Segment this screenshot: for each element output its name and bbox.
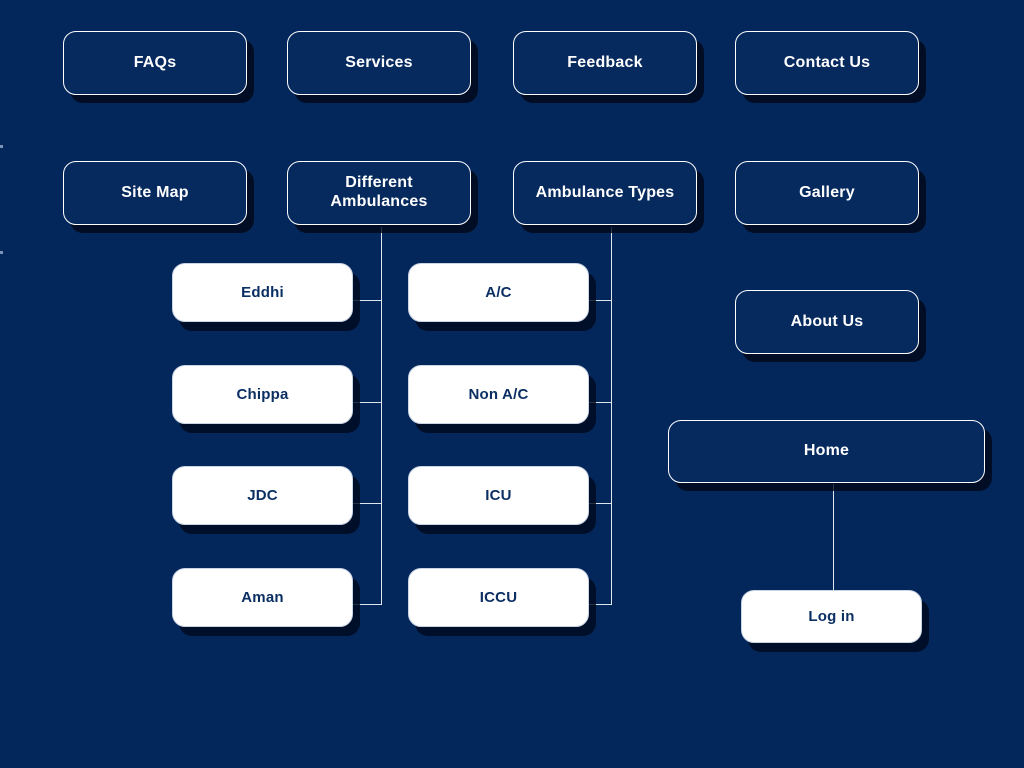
node-icu[interactable]: ICU xyxy=(408,466,589,525)
connector-stub-jdc xyxy=(353,503,382,504)
node-aman-label: Aman xyxy=(241,588,284,606)
connector-stub-iccu xyxy=(589,604,612,605)
node-icu-label: ICU xyxy=(485,486,512,504)
node-services-label: Services xyxy=(345,53,413,71)
node-aman[interactable]: Aman xyxy=(172,568,353,627)
node-ac[interactable]: A/C xyxy=(408,263,589,322)
node-jdc[interactable]: JDC xyxy=(172,466,353,525)
node-ac-label: A/C xyxy=(485,283,512,301)
node-faqs-label: FAQs xyxy=(133,53,177,71)
node-site-map-label: Site Map xyxy=(121,183,189,201)
node-chippa-label: Chippa xyxy=(236,385,289,403)
connector-stub-chippa xyxy=(353,402,382,403)
node-jdc-label: JDC xyxy=(247,486,278,504)
node-home[interactable]: Home xyxy=(668,420,985,483)
node-feedback[interactable]: Feedback xyxy=(513,31,697,95)
node-gallery-label: Gallery xyxy=(799,183,855,201)
node-non-ac-label: Non A/C xyxy=(468,385,529,403)
node-ambulance-types-label: Ambulance Types xyxy=(535,183,675,201)
node-iccu-label: ICCU xyxy=(479,588,518,606)
connector-different-ambulances-trunk xyxy=(381,227,382,604)
connector-stub-eddhi xyxy=(353,300,382,301)
node-eddhi[interactable]: Eddhi xyxy=(172,263,353,322)
connector-home-to-login xyxy=(833,484,834,591)
edge-artifact-top xyxy=(0,145,3,148)
node-contact-us-label: Contact Us xyxy=(783,53,871,71)
node-different-ambulances-label: Different Ambulances xyxy=(330,174,428,210)
connector-stub-ac xyxy=(589,300,612,301)
connector-stub-non-ac xyxy=(589,402,612,403)
node-services[interactable]: Services xyxy=(287,31,471,95)
node-site-map[interactable]: Site Map xyxy=(63,161,247,225)
node-about-us[interactable]: About Us xyxy=(735,290,919,354)
node-gallery[interactable]: Gallery xyxy=(735,161,919,225)
node-log-in[interactable]: Log in xyxy=(741,590,922,643)
node-iccu[interactable]: ICCU xyxy=(408,568,589,627)
connector-stub-icu xyxy=(589,503,612,504)
node-home-label: Home xyxy=(803,442,850,460)
node-faqs[interactable]: FAQs xyxy=(63,31,247,95)
connector-ambulance-types-trunk xyxy=(611,227,612,604)
node-chippa[interactable]: Chippa xyxy=(172,365,353,424)
node-non-ac[interactable]: Non A/C xyxy=(408,365,589,424)
node-about-us-label: About Us xyxy=(790,312,864,330)
node-ambulance-types[interactable]: Ambulance Types xyxy=(513,161,697,225)
node-feedback-label: Feedback xyxy=(567,53,643,71)
node-different-ambulances[interactable]: Different Ambulances xyxy=(287,161,471,225)
connector-stub-aman xyxy=(353,604,382,605)
edge-artifact-bottom xyxy=(0,251,3,254)
node-eddhi-label: Eddhi xyxy=(241,283,284,301)
node-contact-us[interactable]: Contact Us xyxy=(735,31,919,95)
node-log-in-label: Log in xyxy=(808,607,855,625)
